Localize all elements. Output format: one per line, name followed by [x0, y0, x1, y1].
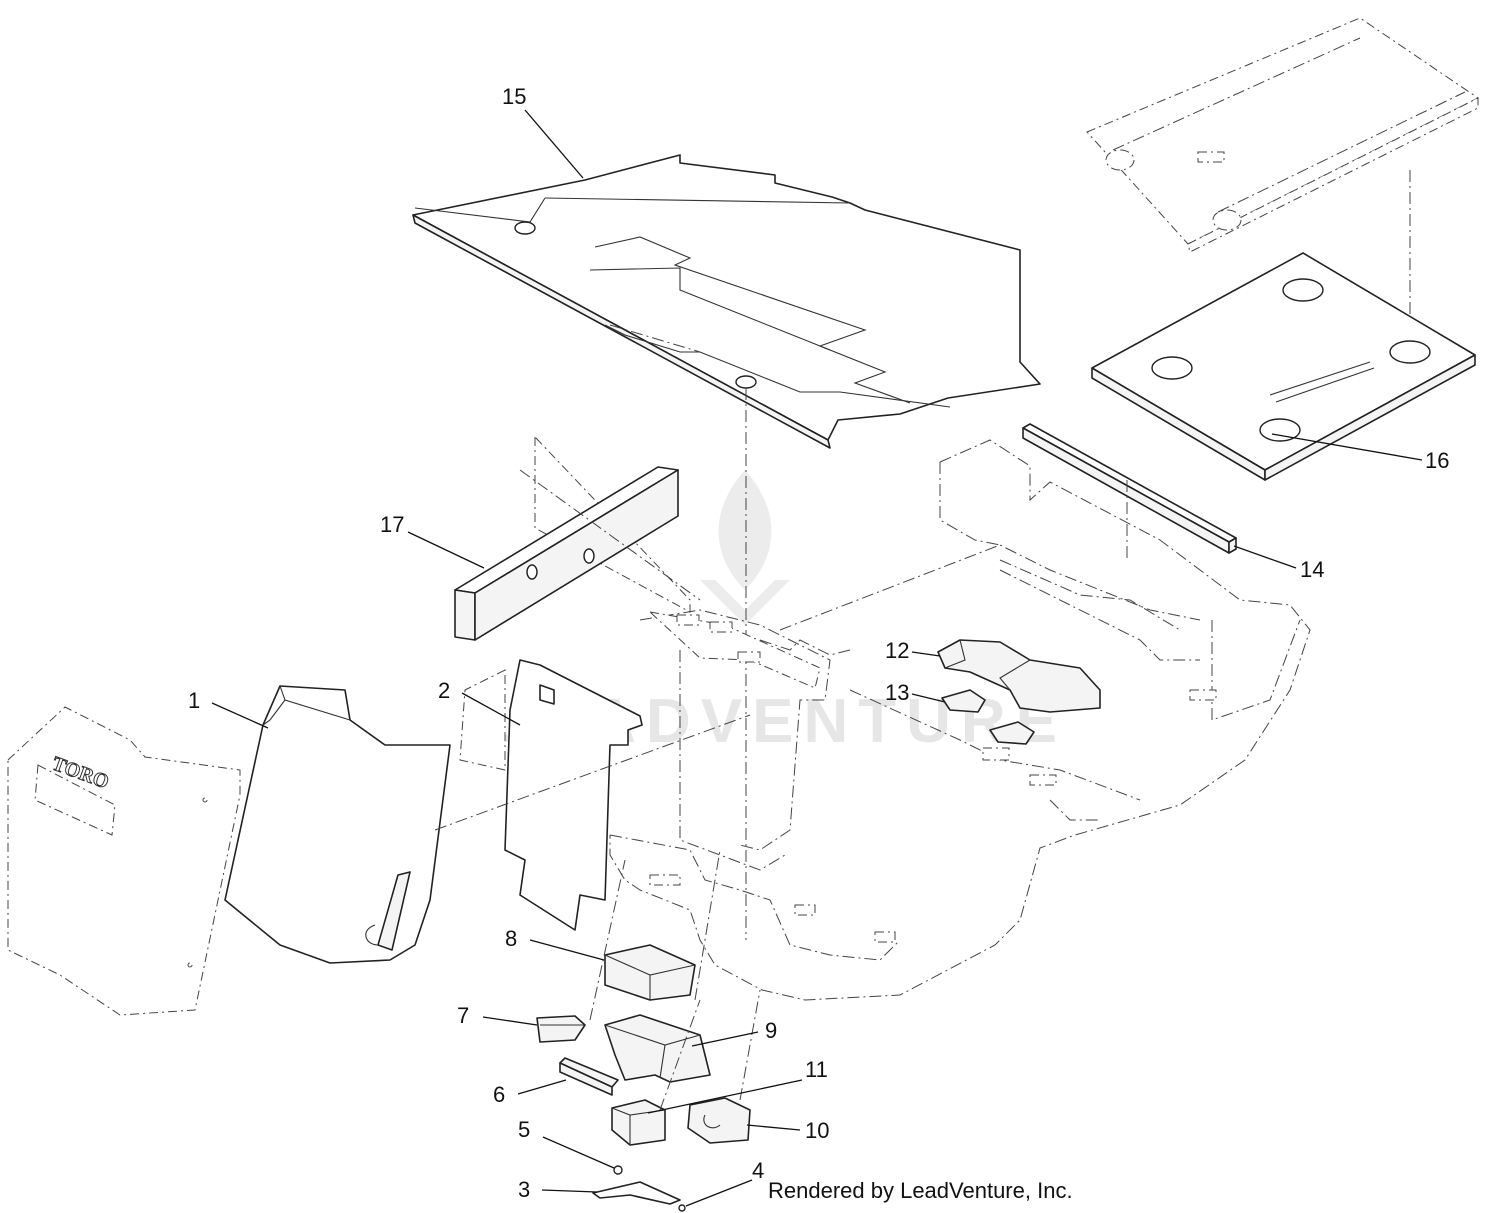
assembly-line	[694, 849, 721, 1001]
callout-15: 15	[502, 84, 584, 179]
svg-text:1: 1	[188, 688, 200, 713]
part-17-block	[454, 466, 679, 641]
assembly-line	[434, 714, 751, 831]
svg-text:3: 3	[518, 1177, 530, 1202]
render-credit: Rendered by LeadVenture, Inc.	[768, 1178, 1073, 1203]
callout-1: 1	[188, 688, 269, 729]
callout-3: 3	[518, 1177, 598, 1202]
svg-text:4: 4	[752, 1158, 764, 1183]
part-seat-cushion-top	[1086, 17, 1479, 253]
svg-text:13: 13	[885, 680, 909, 705]
callout-12: 12	[885, 638, 941, 663]
callout-6: 6	[493, 1079, 567, 1107]
svg-text:15: 15	[502, 84, 526, 109]
svg-text:7: 7	[457, 1003, 469, 1028]
part-12-13-pads	[937, 639, 1101, 745]
svg-text:10: 10	[805, 1118, 829, 1143]
watermark-flame-icon	[718, 470, 772, 590]
svg-text:6: 6	[493, 1082, 505, 1107]
callout-4: 4	[685, 1158, 764, 1207]
callouts: 1 2 3 4 5 6 7 8	[188, 84, 1449, 1207]
svg-text:2: 2	[438, 678, 450, 703]
side-panel-dashed: TORO	[7, 706, 241, 1016]
callout-5: 5	[518, 1117, 615, 1169]
assembly-line	[589, 859, 626, 1021]
callout-17: 17	[380, 512, 485, 569]
callout-14: 14	[1233, 545, 1324, 582]
svg-text:17: 17	[380, 512, 404, 537]
callout-9: 9	[691, 1018, 777, 1047]
svg-text:8: 8	[505, 926, 517, 951]
callout-2: 2	[438, 678, 521, 726]
callout-8: 8	[505, 926, 605, 961]
svg-text:9: 9	[765, 1018, 777, 1043]
svg-text:11: 11	[805, 1057, 828, 1082]
svg-text:5: 5	[518, 1117, 530, 1142]
part-14-bar	[1022, 423, 1237, 554]
callout-13: 13	[885, 680, 946, 705]
foam-parts	[536, 944, 751, 1212]
svg-text:14: 14	[1300, 557, 1324, 582]
part-15-panel	[412, 154, 1041, 449]
assembly-line	[739, 989, 761, 1101]
svg-text:12: 12	[885, 638, 909, 663]
part-2-plate	[459, 659, 643, 931]
assembly-line	[659, 999, 701, 1111]
assembly-line	[519, 469, 701, 601]
callout-10: 10	[746, 1118, 829, 1143]
svg-text:16: 16	[1425, 448, 1449, 473]
callout-16: 16	[1271, 433, 1449, 473]
callout-7: 7	[457, 1003, 538, 1028]
callout-11: 11	[647, 1057, 828, 1114]
part-1-shroud	[224, 685, 451, 964]
part-16-plate	[1091, 252, 1476, 481]
